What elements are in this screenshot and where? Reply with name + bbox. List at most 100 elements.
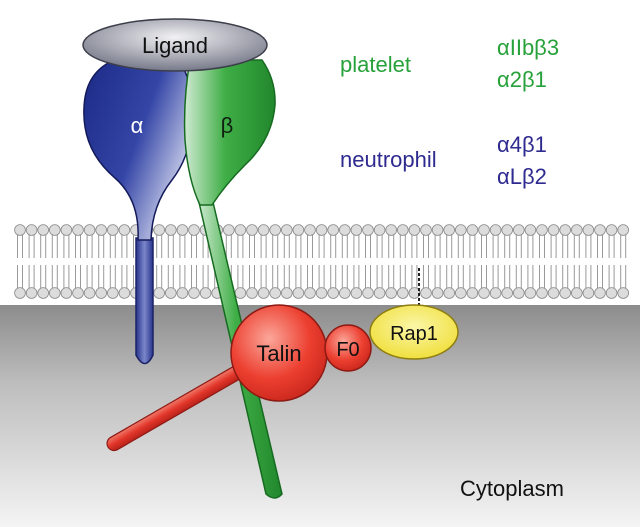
alpha-label: α <box>131 113 144 138</box>
lipid-head <box>60 287 73 299</box>
lipid-head <box>257 224 270 236</box>
lipid-head <box>199 287 212 299</box>
integrin-platelet-1: αIIbβ3 <box>497 35 559 60</box>
lipid-head <box>37 287 49 299</box>
lipid-head <box>338 287 351 299</box>
lipid-head <box>188 224 200 236</box>
lipid-head <box>153 224 166 236</box>
lipid-head <box>559 287 571 299</box>
lipid-head <box>605 287 618 299</box>
lipid-head <box>246 287 258 299</box>
lipid-head <box>408 224 421 236</box>
cell-type-platelet: platelet <box>340 52 411 77</box>
lipid-head <box>315 287 328 299</box>
lipid-head <box>48 287 61 299</box>
lipid-head <box>95 287 107 299</box>
lipid-head <box>501 224 514 236</box>
alpha-headpiece <box>83 61 194 241</box>
lipid-head <box>350 287 363 299</box>
integrin-neutrophil-2: αLβ2 <box>497 164 547 189</box>
lipid-head <box>605 224 618 236</box>
lipid-head <box>478 224 490 236</box>
integrin-neutrophil-1: α4β1 <box>497 132 547 157</box>
lipid-head <box>118 287 131 299</box>
lipid-head <box>37 224 49 236</box>
rap1-label: Rap1 <box>390 323 438 345</box>
lipid-head <box>327 287 340 299</box>
lipid-head <box>617 224 629 236</box>
rap1 <box>369 304 459 360</box>
lipid-head <box>512 287 525 299</box>
lipid-head <box>547 287 560 299</box>
lipid-head <box>292 287 305 299</box>
lipid-head <box>385 287 398 299</box>
lipid-head <box>95 224 107 236</box>
lipid-bilayer <box>14 224 629 299</box>
lipid-head <box>443 287 456 299</box>
lipid-head <box>269 287 282 299</box>
lipid-head <box>420 287 432 299</box>
lipid-head <box>396 287 409 299</box>
alpha-subunit <box>83 61 194 365</box>
lipid-head <box>570 287 583 299</box>
lipid-head <box>478 287 490 299</box>
lipid-head <box>431 224 444 236</box>
lipid-head <box>315 224 328 236</box>
lipid-head <box>570 224 583 236</box>
lipid-head <box>246 224 258 236</box>
lipid-head <box>524 287 537 299</box>
lipid-head <box>466 287 479 299</box>
lipid-head <box>489 224 502 236</box>
lipid-head <box>338 224 351 236</box>
beta-label: β <box>221 113 234 138</box>
alpha-stalk <box>135 237 154 365</box>
lipid-head <box>582 224 595 236</box>
cell-type-neutrophil: neutrophil <box>340 147 437 172</box>
integrin-platelet-2: α2β1 <box>497 67 547 92</box>
lipid-head <box>373 287 386 299</box>
f0-label: F0 <box>336 339 359 361</box>
lipid-head <box>547 224 560 236</box>
lipid-head <box>327 224 340 236</box>
lipid-head <box>536 224 548 236</box>
lipid-head <box>153 287 166 299</box>
talin-label: Talin <box>256 341 301 366</box>
cytoplasm-label: Cytoplasm <box>460 476 564 501</box>
beta-headpiece <box>183 59 276 206</box>
lipid-head <box>83 287 96 299</box>
lipid-head <box>25 287 38 299</box>
lipid-head <box>373 224 386 236</box>
f0-domain <box>324 324 372 372</box>
lipid-head <box>176 224 189 236</box>
lipid-head <box>165 224 177 236</box>
lipid-head <box>48 224 61 236</box>
lipid-head <box>72 224 84 236</box>
lipid-head <box>269 224 282 236</box>
lipid-head <box>60 224 73 236</box>
lipid-head <box>559 224 571 236</box>
lipid-head <box>431 287 444 299</box>
lipid-head <box>501 287 514 299</box>
lipid-head <box>582 287 595 299</box>
lipid-head <box>14 224 26 236</box>
lipid-head <box>280 224 293 236</box>
ligand <box>82 18 268 72</box>
lipid-head <box>304 224 316 236</box>
lipid-head <box>362 287 374 299</box>
lipid-head <box>454 287 467 299</box>
lipid-head <box>14 287 26 299</box>
lipid-head <box>25 224 38 236</box>
lipid-head <box>165 287 177 299</box>
lipid-head <box>176 287 189 299</box>
lipid-head <box>454 224 467 236</box>
lipid-head <box>396 224 409 236</box>
lipid-head <box>443 224 456 236</box>
lipid-head <box>420 224 432 236</box>
lipid-head <box>118 224 131 236</box>
lipid-head <box>83 224 96 236</box>
lipid-head <box>466 224 479 236</box>
lipid-head <box>107 224 119 236</box>
lipid-head <box>234 224 247 236</box>
ligand-label: Ligand <box>142 33 208 58</box>
